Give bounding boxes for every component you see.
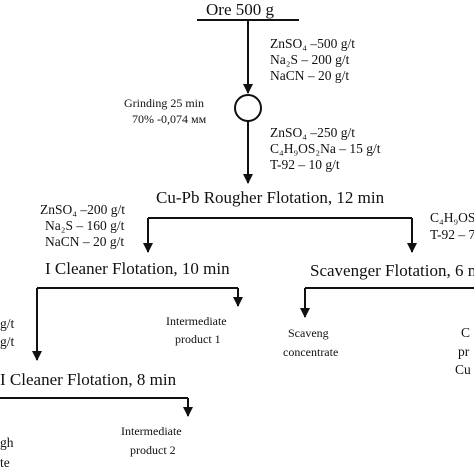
reagent-2-xanthate: C₄H₉OS₂Na – 15 g/t [270, 141, 381, 156]
intermediate-2-line-1: Intermediate [121, 424, 182, 438]
cleaner-1-label: I Cleaner Flotation, 10 min [45, 259, 230, 278]
grinding-time: Grinding 25 min [124, 96, 204, 110]
bottom-left-text-1: gh [0, 435, 14, 450]
intermediate-2-line-2: product 2 [130, 443, 176, 457]
intermediate-1-line-1: Intermediate [166, 314, 227, 328]
reagent-1-na2s: Na₂S – 200 g/t [270, 52, 350, 67]
grinding-size: 70% -0,074 мм [132, 112, 207, 126]
right-edge-text-2: pr [458, 344, 470, 359]
reagent-right-t92: T-92 – 7 [430, 227, 474, 242]
scavenger-concentrate-line-2: concentrate [283, 345, 338, 359]
reagent-2-t92: T-92 – 10 g/t [270, 157, 340, 172]
right-edge-text-3: Cu [455, 362, 471, 377]
reagent-1-nacn: NaCN – 20 g/t [270, 68, 349, 83]
reagent-left-na2s: Na₂S – 160 g/t [45, 218, 125, 233]
reagent-2-znso4: ZnSO₄ –250 g/t [270, 125, 355, 140]
reagent-1-znso4: ZnSO₄ –500 g/t [270, 36, 355, 51]
right-edge-text-1: C [461, 325, 470, 340]
left-edge-text-1: g/t [0, 316, 15, 331]
reagent-left-nacn: NaCN – 20 g/t [45, 234, 124, 249]
feed-label: Ore 500 g [206, 0, 274, 19]
grinding-circle [234, 94, 262, 122]
rougher-flotation-label: Cu-Pb Rougher Flotation, 12 min [156, 188, 385, 207]
reagent-left-znso4: ZnSO₄ –200 g/t [40, 202, 125, 217]
reagent-right-xanthate: C₄H₉OS [430, 210, 474, 225]
scavenger-concentrate-line-1: Scaveng [288, 326, 329, 340]
intermediate-1-line-2: product 1 [175, 332, 221, 346]
left-edge-text-2: g/t [0, 334, 15, 349]
scavenger-flotation-label: Scavenger Flotation, 6 m [310, 261, 474, 280]
cleaner-2-label: I Cleaner Flotation, 8 min [0, 370, 177, 389]
bottom-left-text-2: te [0, 455, 10, 470]
